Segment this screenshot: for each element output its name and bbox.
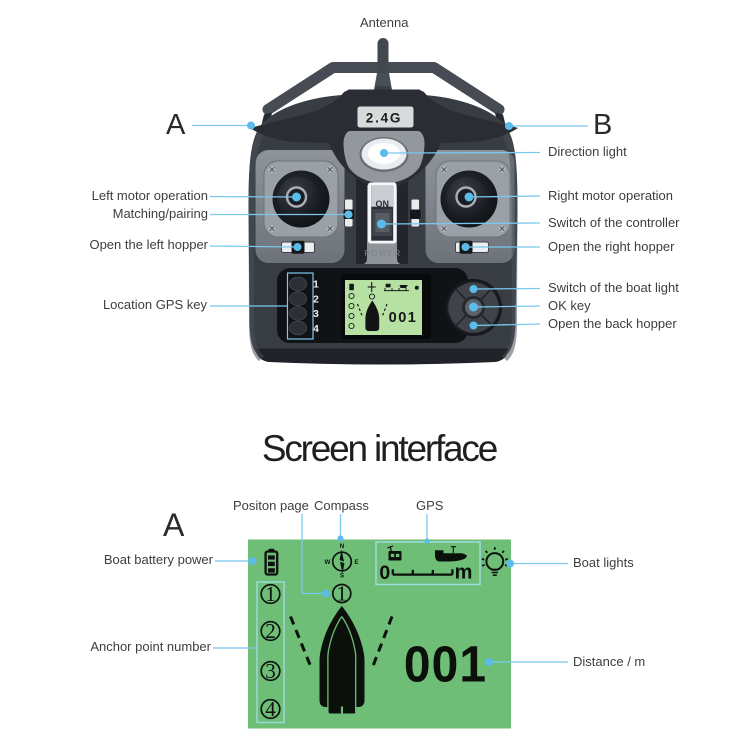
- svg-text:1: 1: [337, 582, 348, 606]
- svg-text:1: 1: [265, 582, 276, 606]
- svg-text:ON: ON: [376, 199, 390, 209]
- svg-text:E: E: [354, 559, 358, 566]
- svg-text:0: 0: [379, 562, 390, 584]
- svg-text:W: W: [325, 559, 331, 566]
- svg-text:S: S: [340, 572, 344, 579]
- svg-text:2: 2: [265, 619, 276, 643]
- svg-text:4: 4: [313, 323, 319, 335]
- svg-text:N: N: [340, 543, 345, 550]
- svg-text:3: 3: [313, 308, 319, 320]
- svg-text:m: m: [455, 562, 473, 584]
- svg-text:001: 001: [389, 310, 418, 326]
- svg-text:1: 1: [313, 279, 319, 291]
- svg-text:3: 3: [265, 659, 276, 683]
- svg-text:001: 001: [404, 636, 487, 693]
- svg-text:2.4G: 2.4G: [366, 110, 402, 125]
- svg-text:4: 4: [265, 697, 276, 721]
- svg-text:POWER: POWER: [364, 249, 401, 258]
- svg-text:2: 2: [313, 293, 319, 305]
